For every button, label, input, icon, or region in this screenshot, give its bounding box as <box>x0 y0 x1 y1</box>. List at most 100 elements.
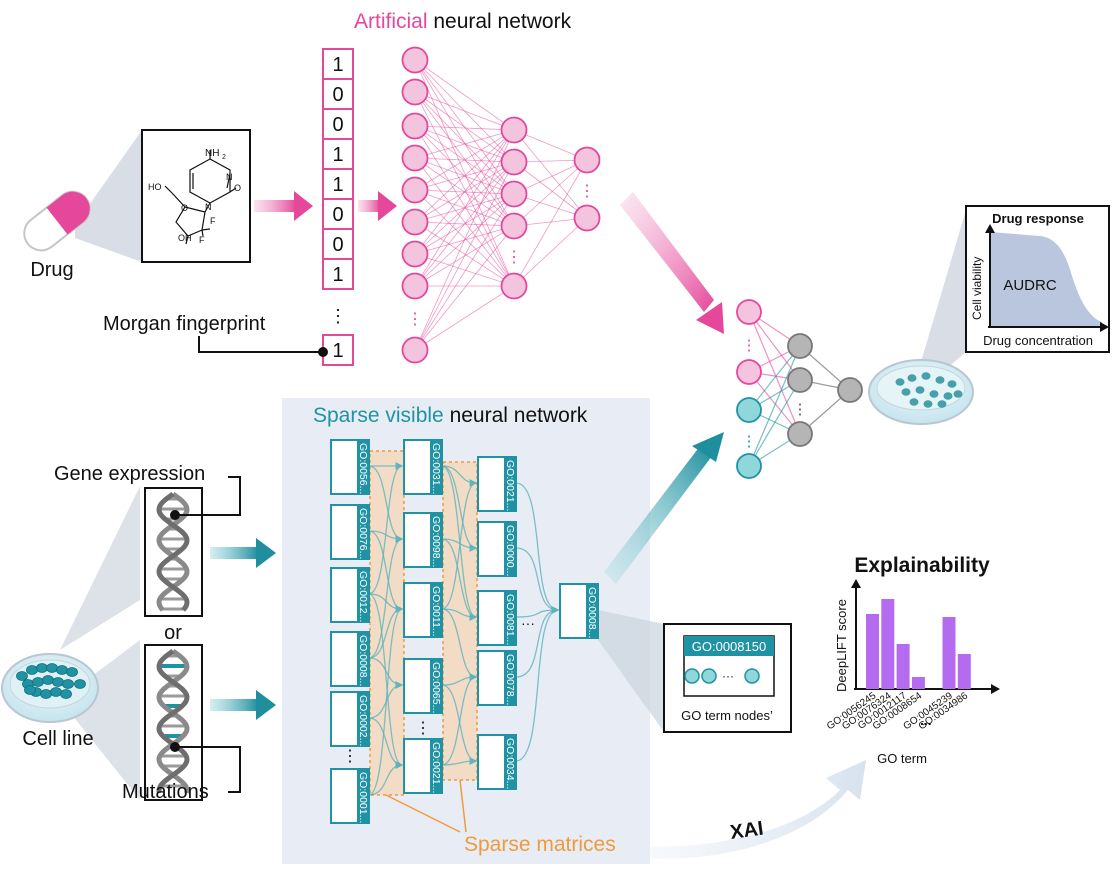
sparse-pointer-lines <box>385 779 467 833</box>
dna-box-expression <box>144 487 203 617</box>
response-x-arrow <box>1100 322 1109 332</box>
go-term-node: GO:0021... <box>477 456 517 512</box>
xai-y-arrow <box>851 579 861 588</box>
go-node-header <box>357 769 369 823</box>
svnn-edge <box>515 606 560 618</box>
ann-edge <box>513 159 588 287</box>
ann-edge <box>414 91 515 131</box>
bit-value: 0 <box>332 204 343 226</box>
ann-edge <box>414 129 515 191</box>
cell <box>50 687 62 697</box>
merge-output-node <box>837 377 863 403</box>
svnn-edge <box>441 465 478 621</box>
merge-edge <box>748 371 801 435</box>
ann-edge <box>414 129 515 287</box>
ann-edge <box>414 129 515 223</box>
xai-bar <box>896 644 910 689</box>
bit-cell <box>322 228 354 260</box>
merge-hidden-node <box>787 421 813 447</box>
cell <box>74 679 86 689</box>
go-term-node: GO:0008... <box>330 631 370 687</box>
gene-expression-label: Gene expression <box>54 463 205 485</box>
merge-edge <box>748 345 801 467</box>
dna-strand <box>156 491 190 612</box>
go-term-node: GO:0031... <box>403 439 443 495</box>
cell <box>66 667 78 677</box>
svnn-title: Sparse visible neural network <box>313 404 588 427</box>
mutations-label: Mutations <box>122 781 209 803</box>
cell <box>16 671 28 681</box>
cell <box>60 689 72 699</box>
explainability-title: Explainability <box>854 554 990 577</box>
xai-bar <box>942 617 956 689</box>
xai-ellipsis: ... <box>920 712 932 728</box>
cell <box>929 390 939 398</box>
go-node-header <box>430 513 442 567</box>
ann-edge <box>414 91 515 195</box>
ann-node <box>401 112 429 140</box>
cell <box>26 665 38 675</box>
cell <box>907 374 917 382</box>
go-node-header <box>504 522 516 576</box>
cell <box>56 665 68 675</box>
go-node-label: GO:0098... <box>430 516 442 567</box>
ann-edge <box>414 161 515 351</box>
svnn-edge <box>441 608 478 681</box>
ann-node <box>401 176 429 204</box>
xai-tick-labels: GO:0056245GO:0076324GO:0012117GO:0008654… <box>825 690 970 732</box>
svnn-edge <box>515 482 560 614</box>
go-zoom-cone <box>598 610 664 732</box>
ann-node <box>500 180 528 208</box>
molecule-structure-icon <box>164 150 237 245</box>
go-term-node: GO:0000... <box>477 521 517 577</box>
merge-edge <box>748 311 801 435</box>
cell <box>42 675 54 685</box>
response-y-arrow <box>985 224 995 233</box>
cell <box>909 398 919 406</box>
svnn-nodes: GO:0056...GO:0076...GO:0012...GO:0008...… <box>330 439 599 824</box>
ann-edge <box>414 59 515 131</box>
response-zoom-cone <box>918 210 966 376</box>
bit-cell <box>322 168 354 200</box>
ann-node <box>500 212 528 240</box>
mol-n: N <box>226 172 233 182</box>
bit-value: 0 <box>332 114 343 136</box>
go-node-header <box>357 632 369 686</box>
go-node-label: GO:0081... <box>504 594 516 645</box>
dna-expression-icon <box>156 491 190 612</box>
mol-oh: OH <box>178 233 192 243</box>
morgan-label: Morgan fingerprint <box>103 313 266 335</box>
go-zoom-node <box>684 668 700 684</box>
svnn-edge <box>515 606 560 678</box>
mol-o-ring: O <box>181 203 188 213</box>
go-zoom-header <box>684 636 774 656</box>
bit-value: 1 <box>332 264 343 286</box>
xai-bar <box>957 654 971 689</box>
drug-label: Drug <box>30 259 73 281</box>
drug-zoom-cone <box>75 130 142 262</box>
cell-dots <box>16 663 86 699</box>
ann-node <box>401 208 429 236</box>
merge-ellipsis: ⋮ <box>793 401 808 418</box>
go-node-header <box>430 659 442 713</box>
xai-bar <box>866 614 879 689</box>
ann-edge <box>414 129 515 159</box>
ann-ellipsis: ⋮ <box>506 249 522 266</box>
go-term-node: GO:0001... <box>330 768 370 824</box>
mol-nh2-sub: 2 <box>222 154 226 161</box>
svnn-edge <box>515 547 560 614</box>
response-dish-icon <box>868 359 974 425</box>
drug-response-curve-area <box>990 232 1102 326</box>
go-node-header <box>586 584 598 638</box>
ann-ellipsis: ⋮ <box>407 311 423 328</box>
merge-ellipsis: ⋮ <box>742 337 757 354</box>
merge-drug-node <box>736 299 762 325</box>
bit-value: 1 <box>332 144 343 166</box>
ann-edge <box>414 189 515 287</box>
xai-bars <box>866 599 971 689</box>
go-node-header <box>504 735 516 789</box>
go-node-label: GO:0021... <box>504 460 516 511</box>
ann-node <box>401 144 429 172</box>
gene-expression-pointer <box>175 476 241 516</box>
